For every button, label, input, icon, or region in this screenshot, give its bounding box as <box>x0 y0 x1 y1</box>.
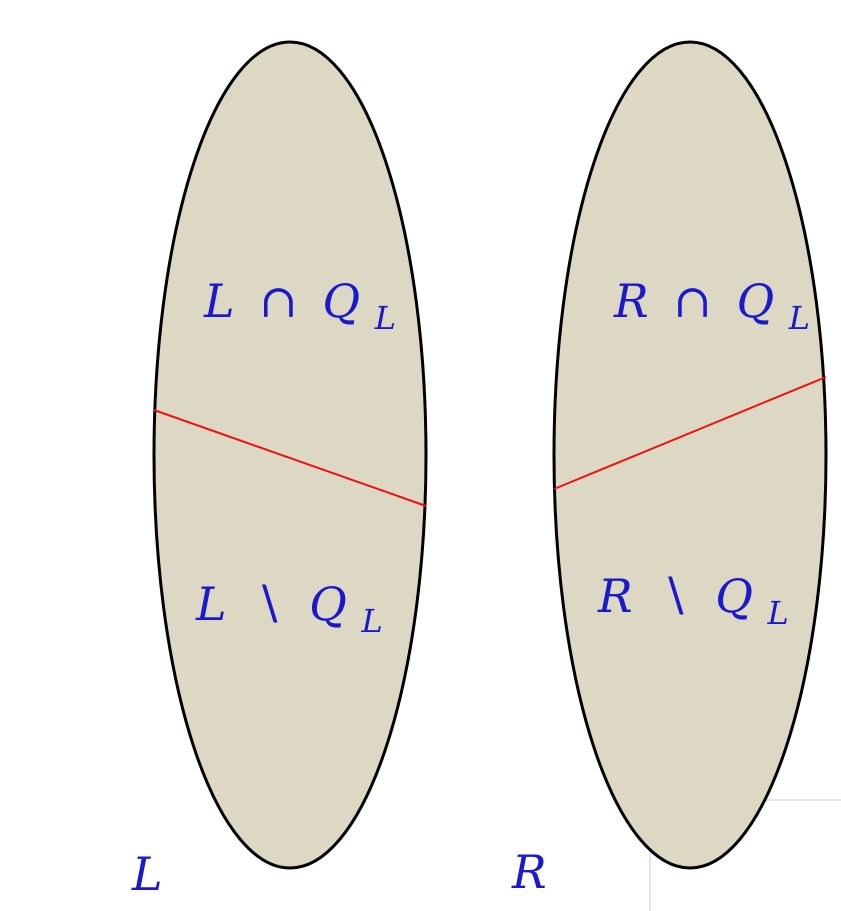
left-set-group: L ∩ Q L L ∖ Q L <box>152 40 428 870</box>
left-set-name-label: L <box>131 847 163 901</box>
right-lower-region-label: R ∖ Q L <box>597 569 789 632</box>
left-upper-region-label: L ∩ Q L <box>203 274 396 337</box>
left-set-ellipse <box>152 40 428 870</box>
right-upper-region-label: R ∩ Q L <box>613 274 810 337</box>
left-lower-region-label: L ∖ Q L <box>195 577 383 640</box>
right-set-name-label: R <box>511 845 547 899</box>
right-divider-line <box>553 376 827 490</box>
left-divider-line <box>153 409 427 507</box>
right-set-group: R ∩ Q L R ∖ Q L <box>552 40 828 870</box>
right-set-ellipse <box>552 40 828 870</box>
